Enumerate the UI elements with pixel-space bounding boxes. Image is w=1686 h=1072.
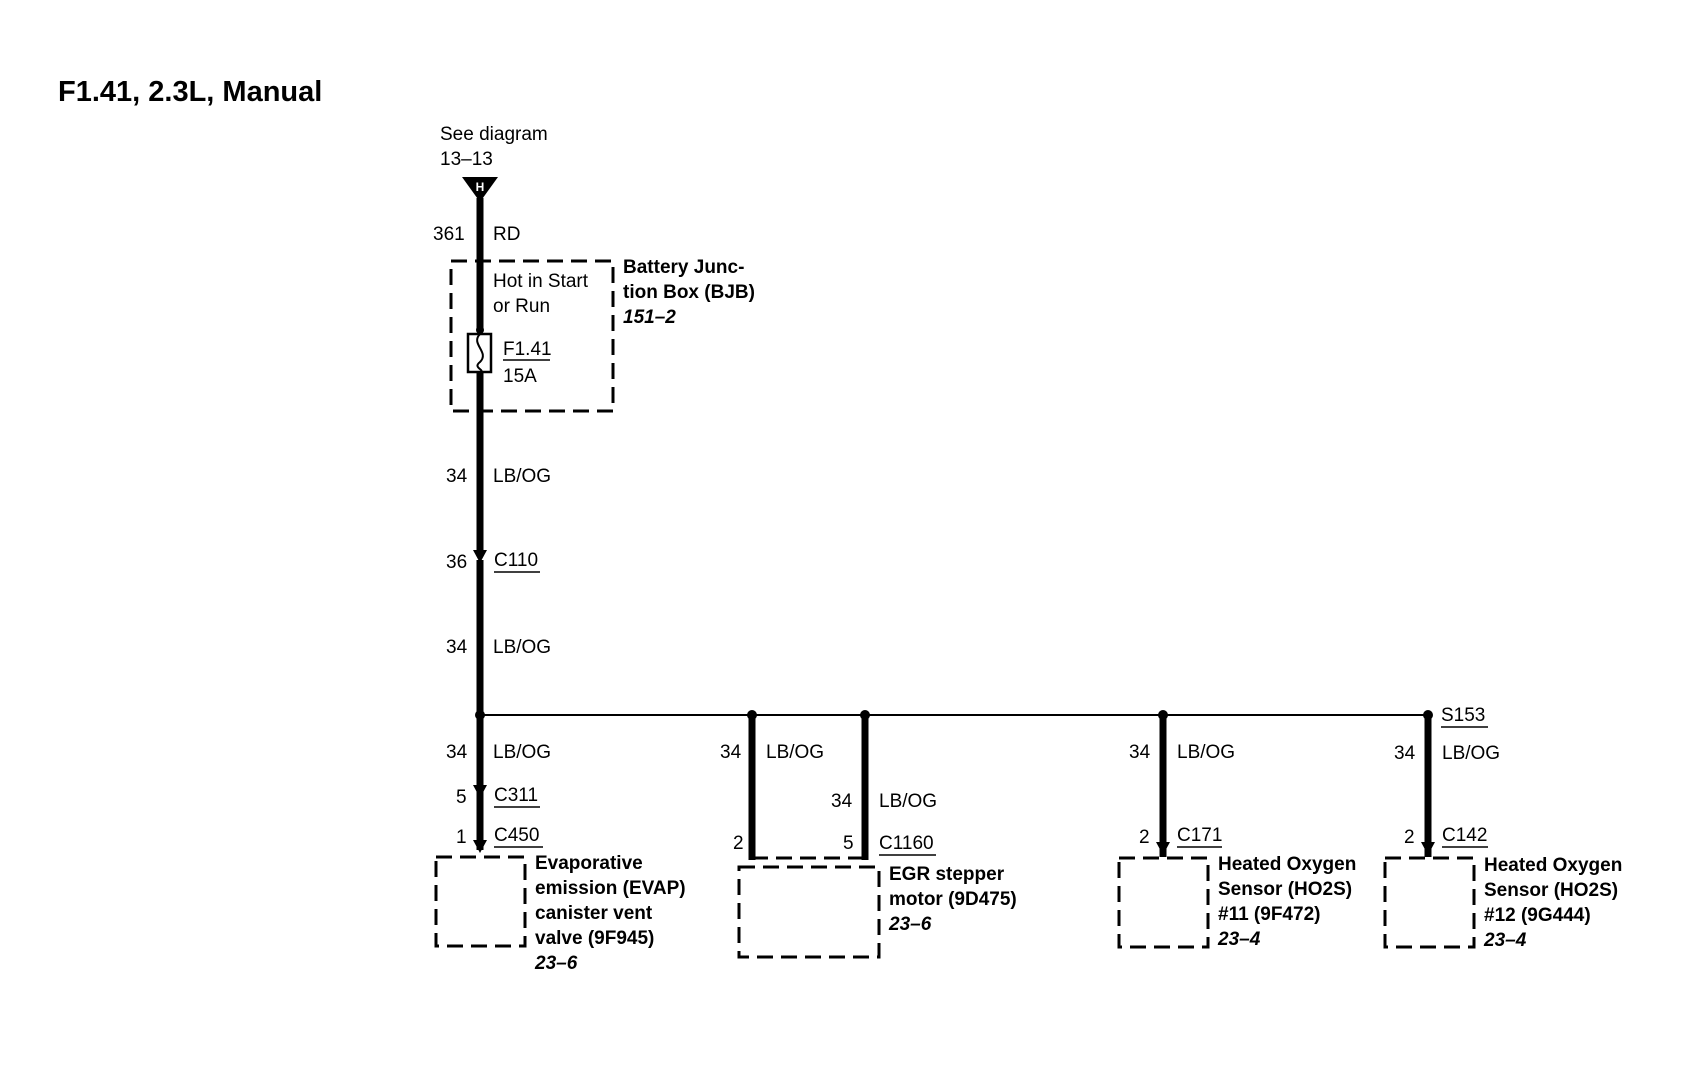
ho2s11-color: LB/OG	[1177, 742, 1235, 763]
ho2s11-name-line3: #11 (9F472)	[1218, 904, 1320, 925]
egr-page-ref: 23–6	[888, 914, 932, 935]
c110-connector-icon	[473, 550, 487, 563]
feed-wire-circuit: 361	[433, 224, 465, 245]
evap-circuit: 34	[446, 742, 468, 763]
source-connector-letter: H	[476, 180, 485, 194]
ho2s11-connector: C171	[1177, 825, 1222, 846]
egr-color-b: LB/OG	[879, 791, 937, 812]
ho2s11-page-ref: 23–4	[1217, 929, 1261, 950]
ho2s12-name-line1: Heated Oxygen	[1484, 855, 1622, 876]
evap-name-line4: valve (9F945)	[535, 928, 654, 949]
feed-wire-color: RD	[493, 224, 520, 245]
ho2s12-pin: 2	[1404, 827, 1415, 848]
egr-circuit-a: 34	[720, 742, 742, 763]
evap-connector: C450	[494, 825, 539, 846]
c311-connector-icon	[473, 785, 487, 798]
fuse-rating: 15A	[503, 366, 537, 387]
egr-pin-a: 2	[733, 833, 744, 854]
c110-pin: 36	[446, 552, 467, 573]
evap-name-line3: canister vent	[535, 903, 653, 924]
egr-connector: C1160	[879, 833, 934, 854]
fuse-id: F1.41	[503, 339, 552, 360]
evap-pin: 1	[456, 827, 467, 848]
bjb-name-line1: Battery Junc-	[623, 257, 744, 278]
egr-pin-b: 5	[843, 833, 854, 854]
evap-page-ref: 23–6	[534, 953, 578, 974]
ho2s12-component-box	[1383, 856, 1476, 949]
source-connector-triangle-icon	[462, 177, 498, 202]
main-wire-lower-color: LB/OG	[493, 637, 551, 658]
evap-name-line2: emission (EVAP)	[535, 878, 686, 899]
source-ref-line1: See diagram	[440, 124, 548, 145]
main-wire-upper-color: LB/OG	[493, 466, 551, 487]
egr-name-line1: EGR stepper	[889, 864, 1005, 885]
source-ref-line2: 13–13	[440, 149, 493, 170]
evap-connector-icon	[473, 840, 487, 853]
ho2s12-connector: C142	[1442, 825, 1487, 846]
ho2s11-name-line1: Heated Oxygen	[1218, 854, 1356, 875]
ho2s12-name-line2: Sensor (HO2S)	[1484, 880, 1618, 901]
ho2s12-page-ref: 23–4	[1483, 930, 1527, 951]
bjb-hot-line2: or Run	[493, 296, 550, 317]
ho2s12-connector-icon	[1421, 842, 1435, 855]
ho2s11-circuit: 34	[1129, 742, 1151, 763]
egr-name-line2: motor (9D475)	[889, 889, 1017, 910]
fuse-node	[476, 326, 484, 334]
evap-c311-name: C311	[494, 785, 538, 806]
c110-name: C110	[494, 550, 538, 571]
bjb-hot-line1: Hot in Start	[493, 271, 589, 292]
ho2s11-name-line2: Sensor (HO2S)	[1218, 879, 1352, 900]
main-wire-upper-circuit: 34	[446, 466, 468, 487]
ho2s11-component-box	[1117, 856, 1210, 949]
ho2s12-circuit: 34	[1394, 743, 1416, 764]
evap-c311-pin: 5	[456, 787, 467, 808]
bjb-page-ref: 151–2	[623, 307, 676, 328]
evap-component-box	[434, 855, 527, 948]
bjb-name-line2: tion Box (BJB)	[623, 282, 755, 303]
ho2s12-name-line3: #12 (9G444)	[1484, 905, 1591, 926]
evap-name-line1: Evaporative	[535, 853, 643, 874]
egr-component-box	[737, 865, 881, 959]
ho2s11-pin: 2	[1139, 827, 1150, 848]
ho2s11-connector-icon	[1156, 842, 1170, 855]
egr-color-a: LB/OG	[766, 742, 824, 763]
bjb-box	[449, 259, 615, 413]
egr-circuit-b: 34	[831, 791, 853, 812]
ho2s12-color: LB/OG	[1442, 743, 1500, 764]
main-wire-lower-circuit: 34	[446, 637, 468, 658]
evap-color: LB/OG	[493, 742, 551, 763]
diagram-title: F1.41, 2.3L, Manual	[58, 76, 322, 108]
splice-name: S153	[1441, 705, 1485, 726]
fuse-icon	[466, 332, 493, 374]
